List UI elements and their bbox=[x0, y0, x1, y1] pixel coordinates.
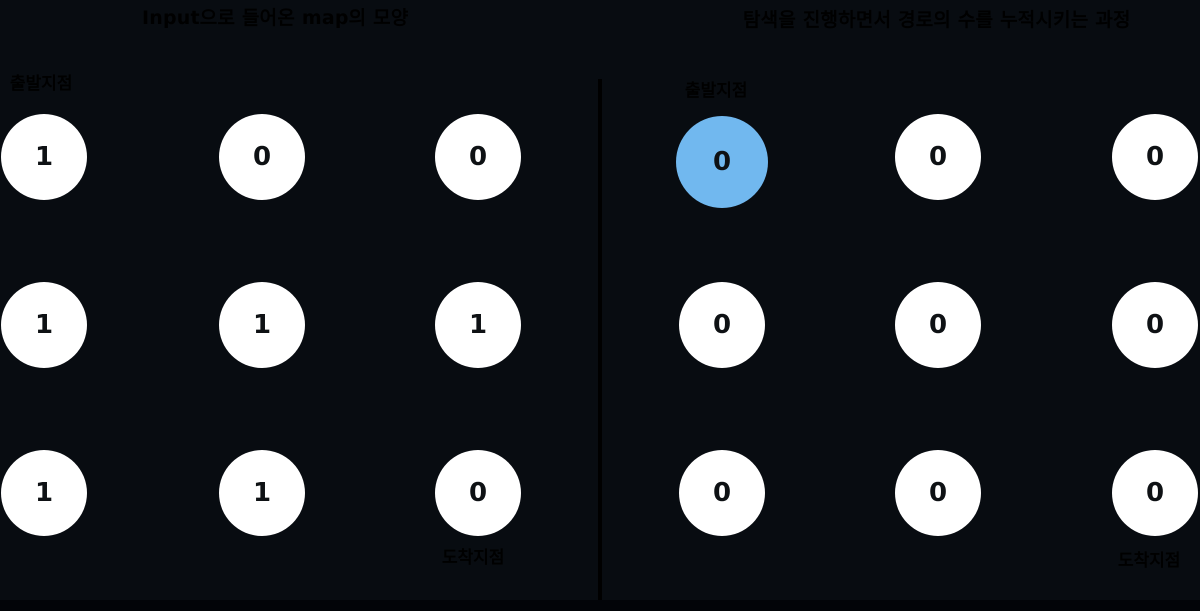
map-cell-path-count-r0-c0-highlighted: 0 bbox=[676, 116, 768, 208]
panel-divider-line bbox=[598, 79, 602, 611]
map-cell-input-map-r0-c2: 0 bbox=[435, 114, 521, 200]
bottom-strip bbox=[0, 600, 1200, 611]
map-cell-path-count-r0-c1: 0 bbox=[895, 114, 981, 200]
map-cell-input-map-r0-c0: 1 bbox=[1, 114, 87, 200]
map-cell-input-map-r2-c1: 1 bbox=[219, 450, 305, 536]
map-cell-path-count-r2-c0: 0 bbox=[679, 450, 765, 536]
right-start-point-label: 출발지점 bbox=[685, 81, 748, 101]
map-cell-input-map-r1-c1: 1 bbox=[219, 282, 305, 368]
right-destination-label: 도착지점 bbox=[1118, 551, 1181, 571]
map-cell-input-map-r0-c1: 0 bbox=[219, 114, 305, 200]
map-cell-input-map-r1-c0: 1 bbox=[1, 282, 87, 368]
left-panel-title: Input으로 들어온 map의 모양 bbox=[142, 7, 409, 29]
right-panel-title: 탐색을 진행하면서 경로의 수를 누적시키는 과정 bbox=[743, 9, 1131, 31]
map-cell-path-count-r1-c2: 0 bbox=[1112, 282, 1198, 368]
map-cell-path-count-r0-c2: 0 bbox=[1112, 114, 1198, 200]
left-start-point-label: 출발지점 bbox=[10, 74, 73, 94]
left-destination-label: 도착지점 bbox=[442, 548, 505, 568]
map-cell-path-count-r2-c2: 0 bbox=[1112, 450, 1198, 536]
map-cell-path-count-r1-c1: 0 bbox=[895, 282, 981, 368]
map-cell-input-map-r2-c2: 0 bbox=[435, 450, 521, 536]
map-cell-path-count-r1-c0: 0 bbox=[679, 282, 765, 368]
map-cell-input-map-r1-c2: 1 bbox=[435, 282, 521, 368]
map-cell-path-count-r2-c1: 0 bbox=[895, 450, 981, 536]
map-cell-input-map-r2-c0: 1 bbox=[1, 450, 87, 536]
